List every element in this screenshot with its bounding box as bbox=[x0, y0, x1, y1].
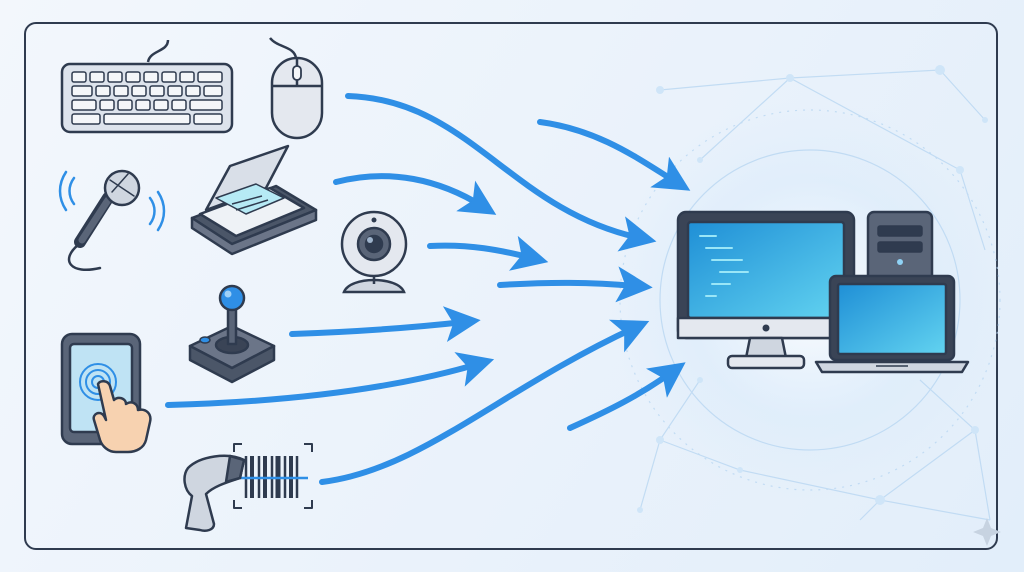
arrow-joystick bbox=[289, 306, 481, 343]
webcam-icon bbox=[340, 210, 408, 294]
keyboard-icon bbox=[60, 39, 234, 134]
laptop-icon bbox=[814, 274, 970, 374]
arrow-touchscreen bbox=[165, 352, 495, 408]
arrow-barcode bbox=[319, 319, 650, 485]
arrow-bottom bbox=[567, 362, 686, 431]
desktop-monitor-icon bbox=[676, 210, 856, 370]
mouse-icon bbox=[269, 37, 324, 140]
arrow-middle bbox=[497, 266, 653, 303]
joystick-icon bbox=[188, 284, 276, 384]
arrow-top bbox=[537, 119, 691, 191]
sparkle-icon bbox=[973, 518, 1001, 546]
arrow-mouse bbox=[345, 93, 657, 252]
touchscreen-tablet-icon bbox=[60, 332, 152, 454]
arrow-scanner bbox=[333, 173, 497, 215]
barcode-scanner-icon bbox=[183, 443, 313, 532]
arrow-webcam bbox=[427, 235, 549, 271]
arrows bbox=[165, 93, 691, 485]
flatbed-scanner-icon bbox=[190, 144, 318, 256]
computers-target bbox=[676, 210, 970, 374]
microphone-icon bbox=[58, 169, 166, 271]
